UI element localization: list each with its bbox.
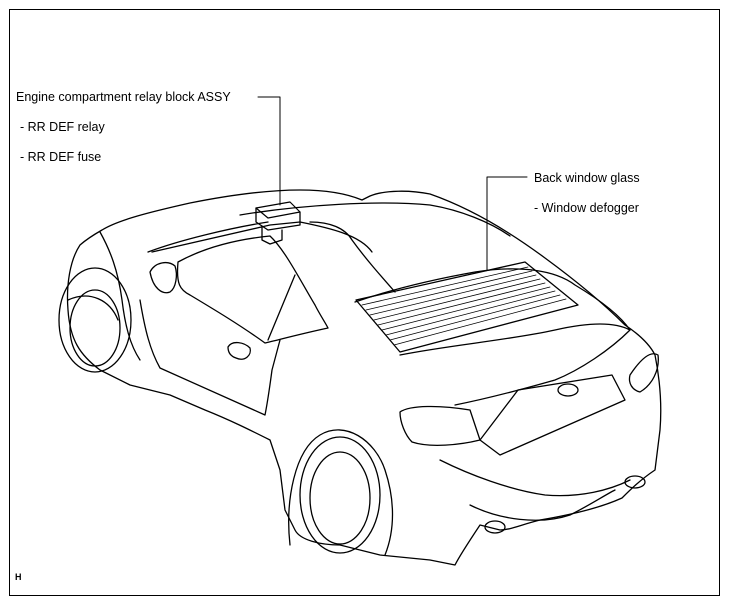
trunk-lid xyxy=(354,268,631,406)
roof-top xyxy=(239,202,511,237)
relay-item-rr-def-relay: - RR DEF relay xyxy=(20,120,105,134)
rear-wheel-arch xyxy=(288,429,394,556)
rear-wheel xyxy=(299,436,381,554)
left-tail-light xyxy=(399,405,481,446)
hood-line xyxy=(99,231,141,361)
rear-emblem xyxy=(557,383,579,397)
defogger-lines xyxy=(361,266,567,346)
side-mirror xyxy=(149,261,177,294)
trunk-line xyxy=(399,323,631,356)
window-divider xyxy=(267,274,296,341)
back-window-glass xyxy=(355,261,579,353)
door-outline xyxy=(139,299,281,416)
side-window xyxy=(176,235,329,344)
relay-block-title: Engine compartment relay block ASSY xyxy=(16,90,231,104)
relay-block-assy xyxy=(255,201,301,245)
right-tail-light xyxy=(628,353,659,393)
fender-line xyxy=(67,295,119,321)
exhaust-left xyxy=(484,520,506,534)
exhaust-right xyxy=(624,475,646,489)
relay-leader-line xyxy=(257,96,281,206)
rear-wheel-rim xyxy=(309,451,371,545)
front-wheel xyxy=(69,289,121,367)
door-handle xyxy=(227,341,251,360)
back-window-glass-title: Back window glass xyxy=(534,171,640,185)
plate-recess xyxy=(479,374,626,456)
car-body-outline xyxy=(66,189,662,566)
diffuser xyxy=(469,489,616,521)
relay-item-rr-def-fuse: - RR DEF fuse xyxy=(20,150,102,164)
corner-code: H xyxy=(15,572,22,582)
rear-bumper xyxy=(439,459,631,497)
glass-leader-line xyxy=(486,176,528,271)
window-defogger-item: - Window defogger xyxy=(534,201,639,215)
roof-line xyxy=(147,221,396,293)
front-wheel-arch xyxy=(58,267,132,373)
